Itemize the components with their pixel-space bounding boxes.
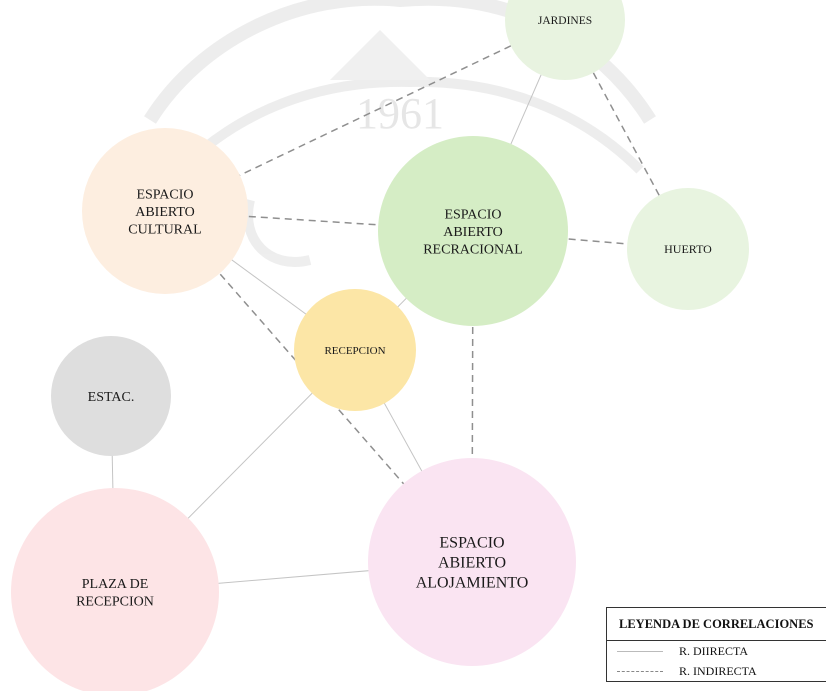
- node-circle-huerto: [627, 188, 749, 310]
- node-espacio-recreacional: ESPACIO ABIERTO RECRACIONAL: [378, 136, 568, 326]
- node-estac: ESTAC.: [51, 336, 171, 456]
- legend-indirect-label: R. INDIRECTA: [679, 663, 757, 678]
- node-recepcion: RECEPCION: [294, 289, 416, 411]
- node-label-huerto: HUERTO: [664, 242, 712, 256]
- node-plaza-recepcion: PLAZA DE RECEPCION: [11, 488, 219, 691]
- node-jardines: JARDINES: [505, 0, 625, 80]
- node-circle-espacio-cultural: [82, 128, 248, 294]
- indirect-line-swatch: [617, 670, 663, 672]
- node-circle-espacio-recreacional: [378, 136, 568, 326]
- node-label-plaza-recepcion: PLAZA DE: [82, 577, 149, 592]
- node-circle-recepcion: [294, 289, 416, 411]
- nodes-layer: JARDINES ESPACIO ABIERTO CULTURAL ESPACIO ABI…: [11, 0, 749, 691]
- node-circle-jardines: [505, 0, 625, 80]
- node-label-plaza-recepcion: RECEPCION: [76, 595, 154, 610]
- node-label-estac: ESTAC.: [88, 390, 135, 405]
- legend-title: LEYENDA DE CORRELACIONES: [607, 608, 826, 641]
- node-espacio-cultural: ESPACIO ABIERTO CULTURAL: [82, 128, 248, 294]
- node-label-espacio-cultural: CULTURAL: [128, 222, 201, 237]
- legend: LEYENDA DE CORRELACIONES R. DIIRECTA R. …: [606, 607, 826, 682]
- legend-direct-label: R. DIIRECTA: [679, 643, 749, 658]
- node-circle-espacio-alojamiento: [368, 458, 576, 666]
- node-label-espacio-alojamiento: ABIERTO: [438, 555, 506, 572]
- node-label-espacio-recreacional: ESPACIO: [444, 207, 501, 222]
- legend-row-direct: R. DIIRECTA: [607, 641, 826, 661]
- node-label-espacio-alojamiento: ESPACIO: [439, 535, 504, 552]
- node-label-espacio-cultural: ABIERTO: [135, 205, 195, 220]
- node-label-espacio-recreacional: RECRACIONAL: [423, 242, 523, 257]
- node-huerto: HUERTO: [627, 188, 749, 310]
- node-label-jardines: JARDINES: [538, 15, 592, 27]
- node-circle-estac: [51, 336, 171, 456]
- node-label-recepcion: RECEPCION: [324, 345, 385, 357]
- edge-jardines-espacio-cultural-indirect: [164, 19, 566, 212]
- node-label-espacio-alojamiento: ALOJAMIENTO: [416, 575, 529, 592]
- direct-line-swatch: [617, 650, 663, 652]
- node-label-espacio-cultural: ESPACIO: [136, 187, 193, 202]
- node-label-espacio-recreacional: ABIERTO: [443, 225, 503, 240]
- node-espacio-alojamiento: ESPACIO ABIERTO ALOJAMIENTO: [368, 458, 576, 666]
- legend-row-indirect: R. INDIRECTA: [607, 661, 826, 681]
- node-circle-plaza-recepcion: [11, 488, 219, 691]
